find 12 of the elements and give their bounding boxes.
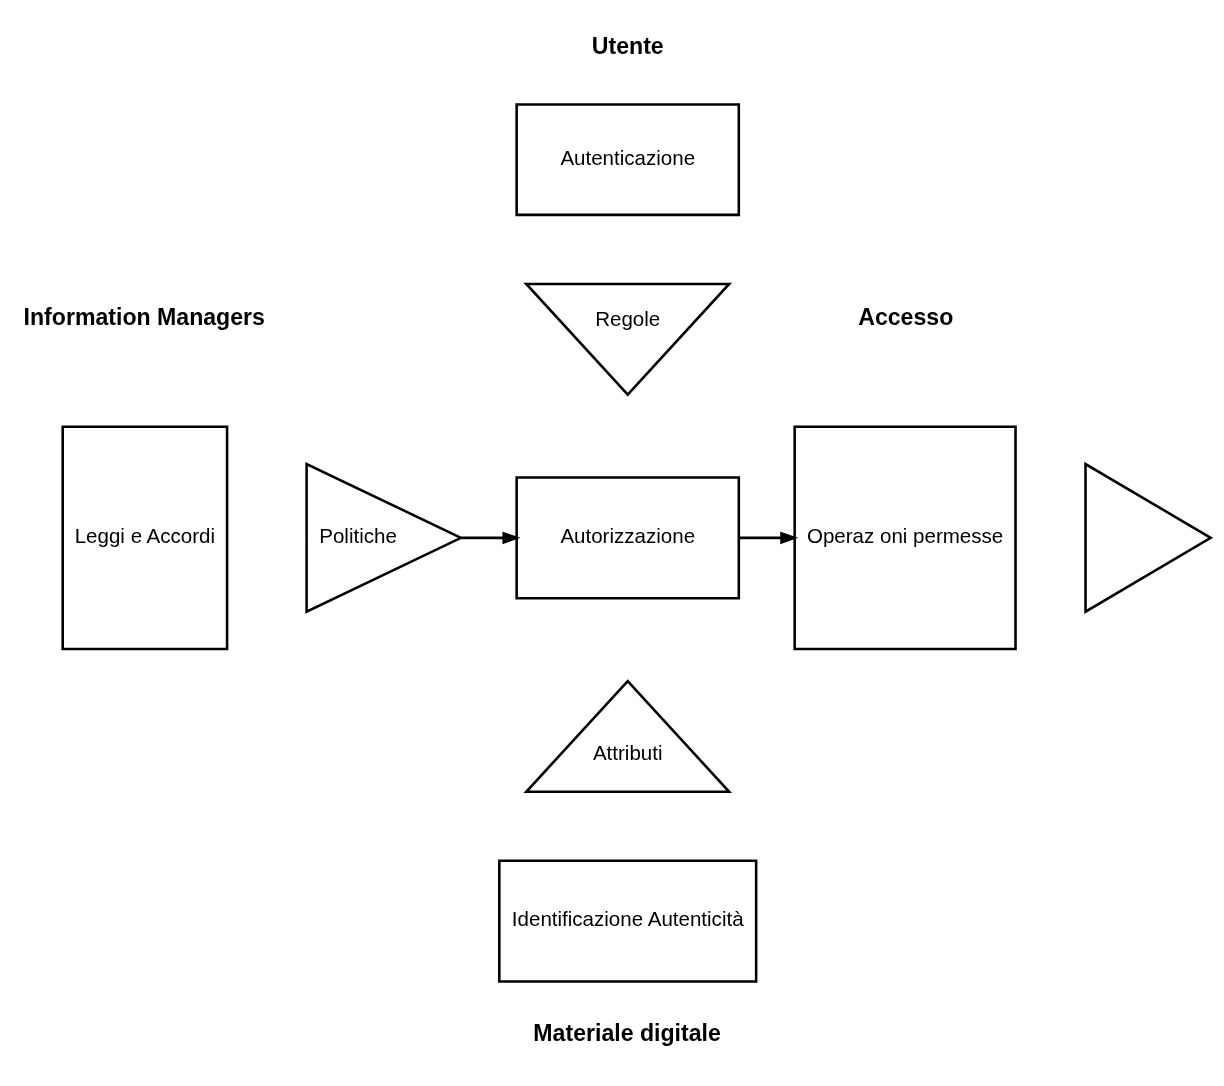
arrow — [461, 531, 521, 545]
label: Materiale digitale — [533, 1020, 721, 1047]
label: Accesso — [858, 304, 954, 331]
node-box: Operaz oni permesse — [793, 425, 1017, 651]
label: Information Managers — [23, 304, 265, 331]
node-box: Autorizzazione — [515, 476, 741, 600]
node-triangle — [1084, 461, 1214, 614]
node-box: Autenticazione — [515, 103, 741, 217]
arrow — [739, 531, 799, 545]
node-box: Identificazione Autenticità — [498, 859, 758, 983]
node-box: Leggi e Accordi — [61, 425, 229, 651]
label: Utente — [591, 32, 664, 59]
